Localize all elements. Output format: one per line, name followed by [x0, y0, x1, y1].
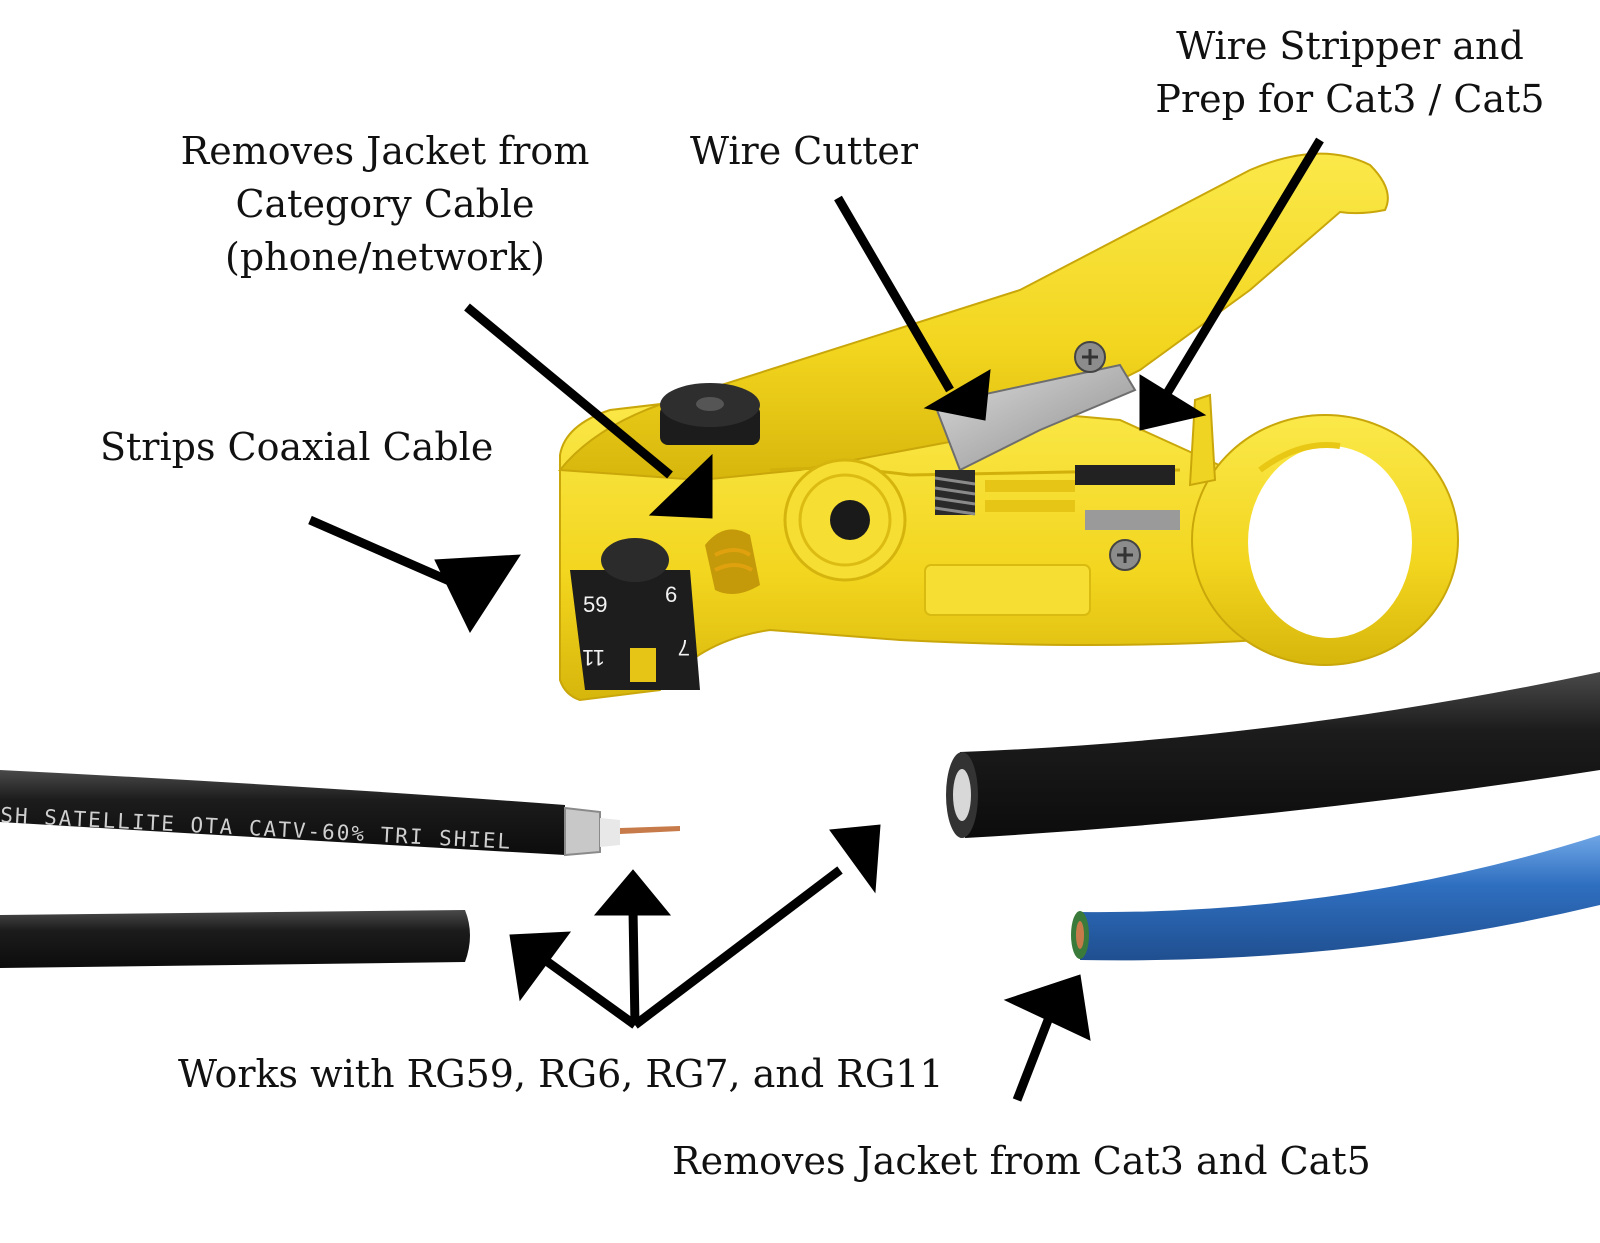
jacket-slot	[705, 529, 760, 594]
label-recess	[924, 564, 1091, 616]
pivot-circle	[783, 458, 907, 582]
dial-label-7: 7	[678, 635, 690, 660]
arrow-cat-jacket	[1003, 974, 1091, 1102]
label-line: Category Cable	[235, 182, 535, 226]
arrow-rg-up	[593, 869, 672, 1026]
screw-icon	[1074, 341, 1106, 373]
label-strips-coaxial: Strips Coaxial Cable	[100, 425, 494, 469]
dial-label-6: 6	[665, 582, 677, 607]
arrow-category-jacket	[464, 303, 713, 519]
arrow-rg-right	[632, 824, 881, 1029]
label-wire-stripper: Wire Stripper and Prep for Cat3 / Cat5	[1130, 20, 1570, 126]
screw-icon	[1109, 539, 1141, 571]
label-line: (phone/network)	[225, 235, 545, 279]
dial-label-59: 59	[583, 592, 607, 617]
coax-cable-stripped: SH SATELLITE OTA CATV-60% TRI SHIEL	[0, 770, 680, 857]
coax-cable-cut	[0, 910, 470, 968]
tool-handle	[558, 152, 1389, 482]
label-category-jacket: Removes Jacket from Category Cable (phon…	[175, 125, 595, 284]
arrow-cutter	[834, 195, 991, 421]
label-cat-jacket: Removes Jacket from Cat3 and Cat5	[672, 1139, 1371, 1183]
coax-stripper-tool: 59 6 11 7	[558, 152, 1459, 702]
label-line: Removes Jacket from	[180, 129, 590, 173]
thick-cable	[946, 672, 1600, 838]
arrow-stripper	[1139, 137, 1324, 431]
arrow-coax	[308, 515, 521, 634]
label-line: Wire Stripper and	[1176, 24, 1524, 68]
label-rg-types: Works with RG59, RG6, RG7, and RG11	[178, 1052, 944, 1096]
spring-icon	[934, 470, 976, 516]
cat-cable-blue	[1071, 835, 1600, 961]
adjustment-knob-icon	[660, 383, 760, 445]
stripper-slots	[985, 393, 1217, 530]
callout-arrows	[308, 137, 1324, 1102]
label-line: Prep for Cat3 / Cat5	[1155, 77, 1545, 121]
dial-label-11: 11	[582, 645, 605, 670]
coax-dial: 59 6 11 7	[570, 538, 700, 690]
arrow-rg-left	[509, 931, 638, 1029]
label-wire-cutter: Wire Cutter	[690, 129, 919, 173]
finger-ring	[1191, 414, 1459, 666]
